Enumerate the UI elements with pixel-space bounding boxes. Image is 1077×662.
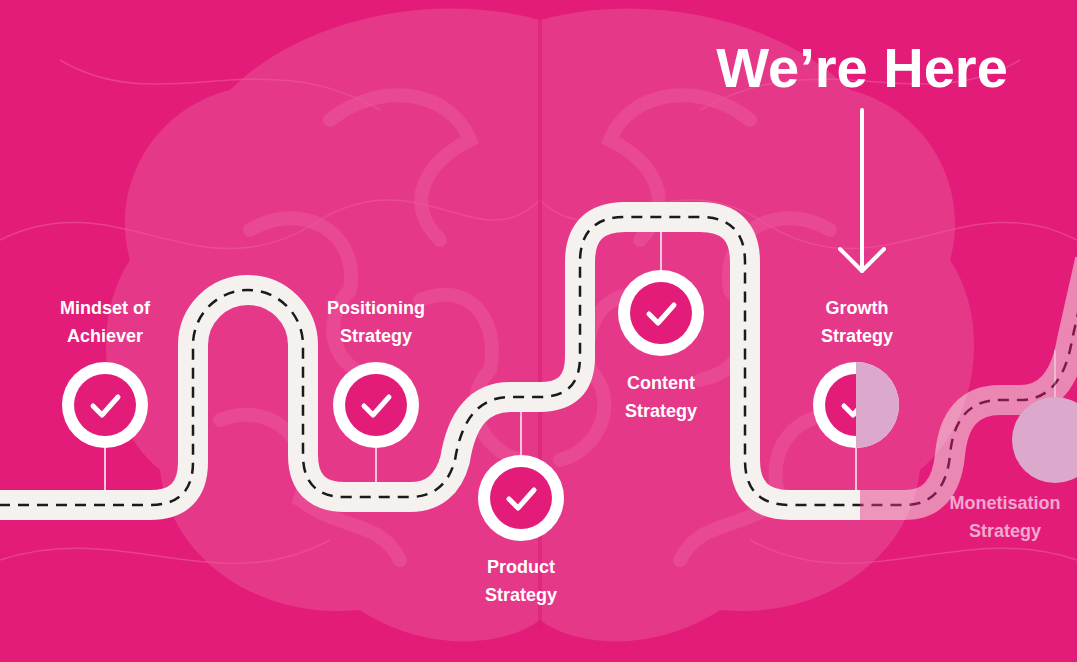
- milestone-label: Mindset of Achiever: [35, 294, 175, 350]
- milestone: Content Strategy: [618, 270, 704, 356]
- milestone-circle: [618, 270, 704, 356]
- milestone-title: Content Strategy: [596, 369, 726, 425]
- milestone-label: Product Strategy: [461, 553, 581, 609]
- milestone-label: Monetisation Strategy: [940, 489, 1070, 545]
- brain-illustration: [0, 8, 1077, 641]
- milestone-title: Growth Strategy: [797, 294, 917, 350]
- milestone-circle: [333, 362, 419, 448]
- milestone: Growth Strategy: [813, 362, 899, 448]
- milestone-label: Content Strategy: [596, 369, 726, 425]
- milestone: Monetisation Strategy: [1012, 397, 1077, 483]
- milestone-title: Mindset of Achiever: [35, 294, 175, 350]
- milestone: Product Strategy: [478, 455, 564, 541]
- milestone: Positioning Strategy: [333, 362, 419, 448]
- milestone-circle: [1012, 397, 1077, 483]
- milestone-title: Product Strategy: [461, 553, 581, 609]
- milestone-label: Positioning Strategy: [301, 294, 451, 350]
- milestone-circle: [813, 362, 899, 448]
- milestone: Mindset of Achiever: [62, 362, 148, 448]
- milestone-circle: [478, 455, 564, 541]
- milestone-circle: [62, 362, 148, 448]
- milestone-title: Monetisation Strategy: [940, 489, 1070, 545]
- milestone-title: Positioning Strategy: [301, 294, 451, 350]
- pointer-arrow: [840, 110, 884, 271]
- milestone-label: Growth Strategy: [797, 294, 917, 350]
- pointer-label: We’re Here: [716, 40, 1008, 96]
